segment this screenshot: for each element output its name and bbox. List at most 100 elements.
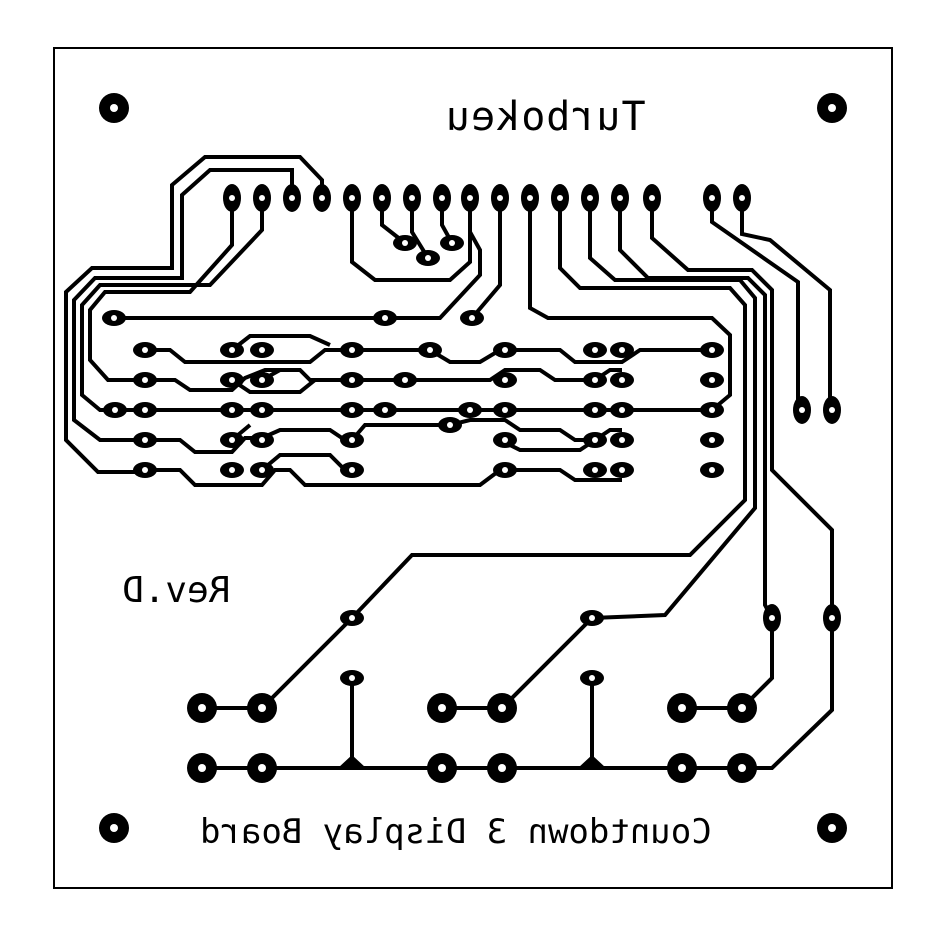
solder-pad-icon [493, 342, 517, 358]
solder-pad-icon [703, 184, 721, 212]
solder-pad-icon [493, 402, 517, 418]
solder-pad-icon [220, 342, 244, 358]
solder-pad-icon [727, 753, 757, 783]
revision-label: Rev.D [122, 570, 231, 611]
solder-pad-icon [133, 372, 157, 388]
solder-pad-icon [427, 693, 457, 723]
junction-markers [338, 755, 606, 768]
side-pads [763, 396, 841, 632]
solder-pad-icon [440, 235, 464, 251]
solder-pad-icon [373, 310, 397, 326]
solder-pad-icon [340, 402, 364, 418]
mounting-hole-icon [99, 813, 129, 843]
solder-pad-icon [220, 402, 244, 418]
solder-pad-icon [427, 753, 457, 783]
solder-pad-icon [393, 372, 417, 388]
solder-pad-icon [610, 462, 634, 478]
mounting-hole-icon [817, 813, 847, 843]
solder-pad-icon [823, 396, 841, 424]
solder-pad-icon [823, 604, 841, 632]
solder-pad-icon [727, 693, 757, 723]
solder-pad-icon [250, 462, 274, 478]
solder-pad-icon [493, 432, 517, 448]
solder-pad-icon [416, 250, 440, 266]
solder-pad-icon [102, 310, 126, 326]
solder-pad-icon [418, 342, 442, 358]
solder-pad-icon [583, 372, 607, 388]
solder-pad-icon [250, 432, 274, 448]
mounting-hole-icon [99, 93, 129, 123]
mounting-hole-icon [817, 93, 847, 123]
solder-pad-icon [700, 342, 724, 358]
solder-pad-icon [220, 462, 244, 478]
solder-pad-icon [460, 310, 484, 326]
solder-pad-icon [493, 372, 517, 388]
solder-pad-icon [340, 610, 364, 626]
mounting-holes [99, 93, 847, 843]
solder-pad-icon [220, 432, 244, 448]
solder-pad-icon [700, 462, 724, 478]
solder-pad-icon [220, 372, 244, 388]
solder-pad-icon [581, 184, 599, 212]
solder-pad-icon [250, 372, 274, 388]
solder-pad-icon [667, 753, 697, 783]
solder-pad-icon [487, 693, 517, 723]
solder-pad-icon [403, 184, 421, 212]
solder-pad-icon [733, 184, 751, 212]
solder-pad-icon [393, 235, 417, 251]
solder-pad-icon [580, 670, 604, 686]
solder-pad-icon [340, 670, 364, 686]
display-pads [102, 235, 724, 686]
solder-pad-icon [433, 184, 451, 212]
solder-pad-icon [133, 432, 157, 448]
solder-pad-icon [133, 342, 157, 358]
connector-pads [187, 693, 757, 783]
solder-pad-icon [610, 402, 634, 418]
solder-pad-icon [610, 432, 634, 448]
solder-pad-icon [521, 184, 539, 212]
solder-pad-icon [187, 693, 217, 723]
solder-pad-icon [700, 402, 724, 418]
solder-pad-icon [611, 184, 629, 212]
solder-pad-icon [187, 753, 217, 783]
solder-pad-icon [583, 462, 607, 478]
solder-pad-icon [583, 402, 607, 418]
solder-pad-icon [580, 610, 604, 626]
solder-pad-icon [313, 184, 331, 212]
solder-pad-icon [133, 402, 157, 418]
brand-label: Turbokeu [445, 94, 646, 140]
solder-pad-icon [763, 604, 781, 632]
solder-pad-icon [551, 184, 569, 212]
header-pads [223, 184, 751, 212]
solder-pad-icon [491, 184, 509, 212]
solder-pad-icon [610, 342, 634, 358]
solder-pad-icon [700, 432, 724, 448]
solder-pad-icon [340, 372, 364, 388]
solder-pad-icon [438, 417, 462, 433]
solder-pad-icon [373, 184, 391, 212]
solder-pad-icon [250, 402, 274, 418]
solder-pad-icon [103, 402, 127, 418]
solder-pad-icon [247, 753, 277, 783]
solder-pad-icon [247, 693, 277, 723]
solder-pad-icon [458, 402, 482, 418]
solder-pad-icon [340, 432, 364, 448]
solder-pad-icon [583, 432, 607, 448]
solder-pad-icon [283, 184, 301, 212]
board-outline [53, 47, 893, 889]
solder-pad-icon [373, 402, 397, 418]
solder-pad-icon [700, 372, 724, 388]
solder-pad-icon [340, 342, 364, 358]
solder-pad-icon [643, 184, 661, 212]
solder-pad-icon [583, 342, 607, 358]
solder-pad-icon [461, 184, 479, 212]
solder-pad-icon [250, 342, 274, 358]
solder-pad-icon [667, 693, 697, 723]
solder-pad-icon [223, 184, 241, 212]
board-title: Countdown 3 Display Board [200, 812, 712, 852]
solder-pad-icon [253, 184, 271, 212]
solder-pad-icon [487, 753, 517, 783]
solder-pad-icon [793, 396, 811, 424]
solder-pad-icon [493, 462, 517, 478]
